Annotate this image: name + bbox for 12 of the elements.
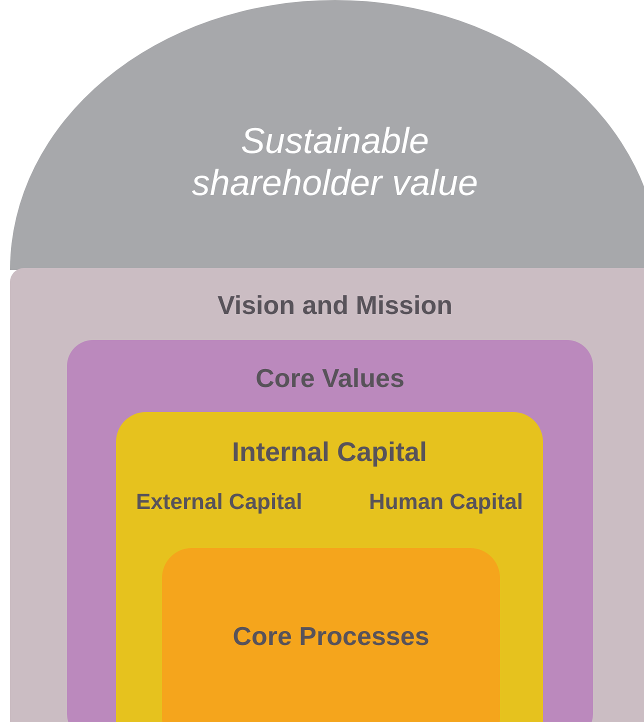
nested-box — [10, 268, 644, 722]
box-heading: Vision and Mission — [217, 290, 452, 320]
box-heading: Internal Capital — [232, 437, 428, 467]
dome-title: Sustainable shareholder value — [190, 120, 480, 204]
dome-shape — [10, 0, 644, 270]
box-label: External Capital — [136, 489, 302, 515]
nested-box — [116, 412, 543, 722]
box-heading: Core Processes — [232, 621, 430, 651]
box-heading: Core Values — [256, 363, 404, 393]
nested-box — [67, 340, 593, 722]
box-label: Human Capital — [368, 489, 523, 515]
nested-box — [162, 548, 500, 722]
